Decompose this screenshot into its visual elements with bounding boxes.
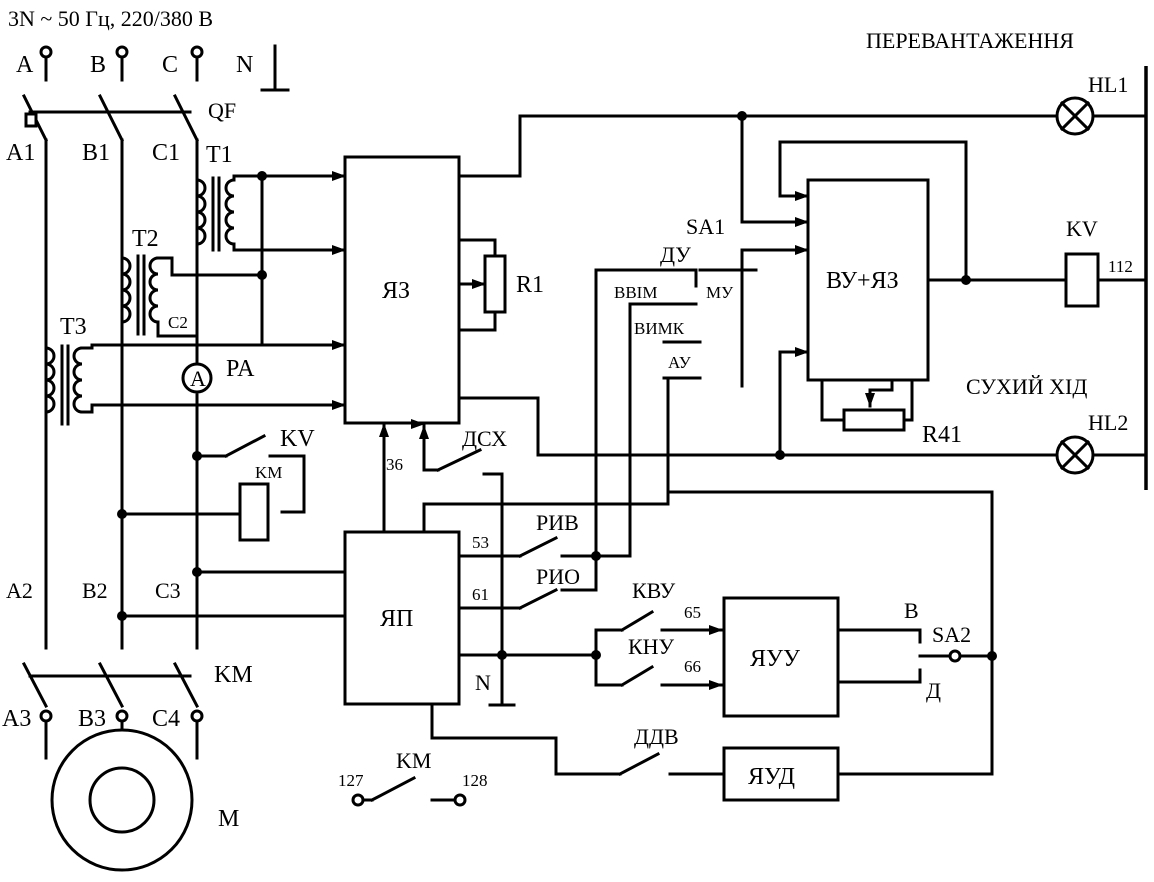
riv-label: РИВ <box>536 510 579 535</box>
kvu-num: 65 <box>684 603 701 622</box>
km-aux-contact: KM 127 128 <box>338 748 488 807</box>
block-yaz: ЯЗ <box>343 155 461 425</box>
kv-relay-num: 112 <box>1108 257 1133 276</box>
yap-label: ЯП <box>380 606 413 632</box>
breaker-qf: QF A1 B1 C1 <box>6 93 236 166</box>
ddv-contact: ДДВ <box>617 724 726 777</box>
relay-coil-icon: KM <box>117 463 282 542</box>
indicator-section: ПЕРЕВАНТАЖЕННЯ СУХИЙ ХІД <box>866 28 1148 490</box>
knu-label: КНУ <box>628 634 675 659</box>
overload-label: ПЕРЕВАНТАЖЕННЯ <box>866 28 1074 53</box>
motor-label: M <box>218 806 239 832</box>
hl2-label: HL2 <box>1088 410 1128 435</box>
km-aux-label: KM <box>396 748 431 773</box>
kv-relay-coil: KV 112 <box>1064 216 1148 308</box>
motor-icon: M <box>50 719 239 872</box>
knu-num: 66 <box>684 657 701 676</box>
phase-c-label: C <box>162 52 178 78</box>
hl1-label: HL1 <box>1088 72 1128 97</box>
sa1-pos-du: ДУ <box>660 242 691 267</box>
a3-label: A3 <box>2 706 31 732</box>
dry-run-label: СУХИЙ ХІД <box>966 374 1087 399</box>
sa2-pos-v: В <box>904 598 919 623</box>
dsx-num: 36 <box>386 455 403 474</box>
yaud-label: ЯУД <box>748 764 795 790</box>
phase-buses: A2 B2 C3 <box>6 138 199 650</box>
sa1-pos-vymk: ВИМК <box>634 319 685 338</box>
c1-label: C1 <box>152 140 180 166</box>
qf-label: QF <box>208 98 236 123</box>
sa2-label: SA2 <box>932 622 971 647</box>
phase-a-label: A <box>16 52 34 78</box>
switch-sa1: SA1 ДУ ВВІМ МУ ВИМК АУ <box>614 214 810 388</box>
ammeter-symbol: A <box>190 366 206 391</box>
lamp-icon: HL1 <box>1055 72 1148 136</box>
rio-label: РИО <box>536 564 580 589</box>
control-feedback <box>666 378 994 658</box>
b3-label: B3 <box>78 706 106 732</box>
block-yaud: ЯУД <box>722 654 994 802</box>
pa-label: PA <box>226 356 255 382</box>
block-yauu: ЯУУ <box>722 596 840 718</box>
dsx-contact: 36 ДСХ N <box>379 422 516 707</box>
t3-label: T3 <box>60 314 87 340</box>
t2-label: T2 <box>132 226 159 252</box>
lamp-icon: HL2 <box>1055 410 1148 475</box>
rio-num: 61 <box>472 585 489 604</box>
switch-sa2: В SA2 Д <box>836 598 997 703</box>
kv-contact: KV <box>192 426 315 514</box>
dsx-label: ДСХ <box>462 426 507 451</box>
kv-contact-label: KV <box>280 426 315 452</box>
neutral-label: N <box>475 670 491 695</box>
kv-relay-label: KV <box>1066 216 1098 241</box>
phase-b-label: B <box>90 52 106 78</box>
ct-secondary-wiring <box>90 171 347 410</box>
riv-rio-contacts: 53 РИВ 61 РИО <box>457 268 698 611</box>
supply-terminals: A B C N <box>16 44 290 92</box>
sa2-pos-d: Д <box>926 678 941 703</box>
b1-label: B1 <box>82 140 110 166</box>
c3-label: C3 <box>155 578 181 603</box>
transformer-t2: T2 C2 <box>120 226 264 338</box>
supply-title: 3N ~ 50 Гц, 220/380 В <box>8 6 213 31</box>
contactor-km: KM A3 B3 C4 <box>2 661 253 760</box>
sa1-pos-au: АУ <box>668 353 692 372</box>
r41-label: R41 <box>922 422 962 448</box>
c4-label: C4 <box>152 706 180 732</box>
a1-label: A1 <box>6 140 35 166</box>
sa1-label: SA1 <box>686 214 725 239</box>
block-vu-yaz: ВУ+ЯЗ <box>740 114 1067 457</box>
yauu-label: ЯУУ <box>750 646 800 672</box>
yaz-outputs <box>457 111 1057 460</box>
kvu-knu-contacts: КВУ 65 КНУ 66 <box>591 578 724 690</box>
km-coil-label: KM <box>255 463 282 482</box>
km-terminal-128: 128 <box>462 771 488 790</box>
phase-n-label: N <box>236 52 253 78</box>
sa1-pos-vvim: ВВІМ <box>614 283 657 302</box>
sa1-pos-mu: МУ <box>706 283 734 302</box>
b2-label: B2 <box>82 578 108 603</box>
transformer-t1: T1 <box>195 142 264 252</box>
t1-label: T1 <box>206 142 233 168</box>
km-contactor-label: KM <box>214 662 253 688</box>
a2-label: A2 <box>6 578 33 603</box>
kvu-label: КВУ <box>632 578 676 603</box>
ddv-label: ДДВ <box>634 724 679 749</box>
r41-resistor: R41 <box>820 378 962 448</box>
ammeter-icon: A PA <box>181 356 255 394</box>
c2-label: C2 <box>168 313 188 332</box>
yaz-label: ЯЗ <box>382 278 410 304</box>
km-terminal-127: 127 <box>338 771 364 790</box>
vu-yaz-label: ВУ+ЯЗ <box>826 268 899 294</box>
block-yap: ЯП <box>117 378 670 776</box>
r1-label: R1 <box>516 272 544 298</box>
variable-resistor-icon: R1 <box>457 238 544 332</box>
riv-num: 53 <box>472 533 489 552</box>
